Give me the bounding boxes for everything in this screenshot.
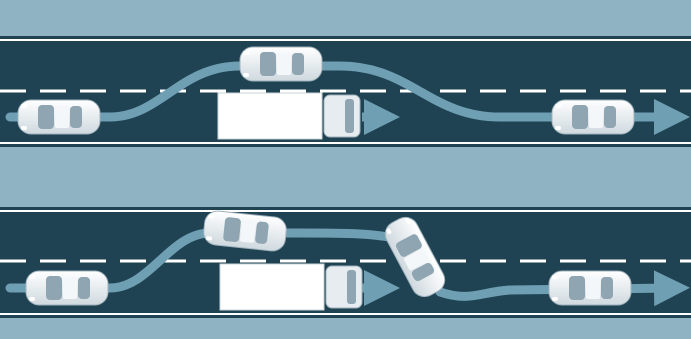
truck-top-box xyxy=(217,92,323,140)
truck-top-cab xyxy=(323,94,361,138)
car-top-finish xyxy=(551,99,635,135)
truck-bottom-cab xyxy=(325,265,363,309)
car-bottom-finish xyxy=(548,270,632,306)
truck-bottom xyxy=(219,263,363,311)
path-top-overtake xyxy=(5,61,690,135)
car-top-passing xyxy=(239,46,323,82)
truck-top xyxy=(217,92,361,140)
car-bottom-start xyxy=(25,270,109,306)
car-top-start xyxy=(17,99,101,135)
path-bottom-return xyxy=(435,270,690,307)
truck-bottom-box xyxy=(219,263,325,311)
